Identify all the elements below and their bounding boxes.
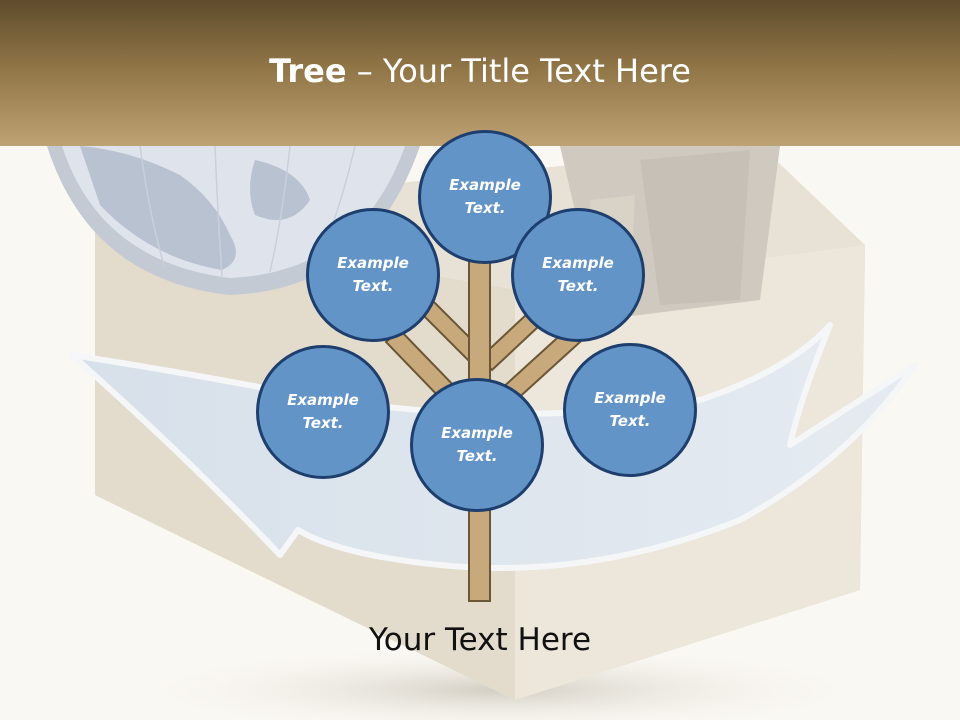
title-bold: Tree: [269, 52, 347, 90]
node-center-label: Example Text.: [441, 424, 513, 465]
title-separator: –: [346, 52, 383, 90]
node-middle-left-label: Example Text.: [287, 391, 359, 432]
node-upper-left: Example Text.: [306, 208, 440, 342]
caption-text: Your Text Here: [368, 622, 592, 658]
node-upper-right-label: Example Text.: [542, 254, 614, 295]
node-center: Example Text.: [410, 378, 544, 512]
title-bar: Tree – Your Title Text Here: [0, 0, 960, 146]
node-upper-left-label: Example Text.: [337, 254, 409, 295]
title-rest: Your Title Text Here: [382, 52, 691, 90]
slide-title: Tree – Your Title Text Here: [0, 52, 960, 90]
node-middle-right: Example Text.: [563, 343, 697, 477]
node-middle-left: Example Text.: [256, 345, 390, 479]
node-middle-right-label: Example Text.: [594, 389, 666, 430]
node-top-label: Example Text.: [449, 176, 521, 217]
node-upper-right: Example Text.: [511, 208, 645, 342]
